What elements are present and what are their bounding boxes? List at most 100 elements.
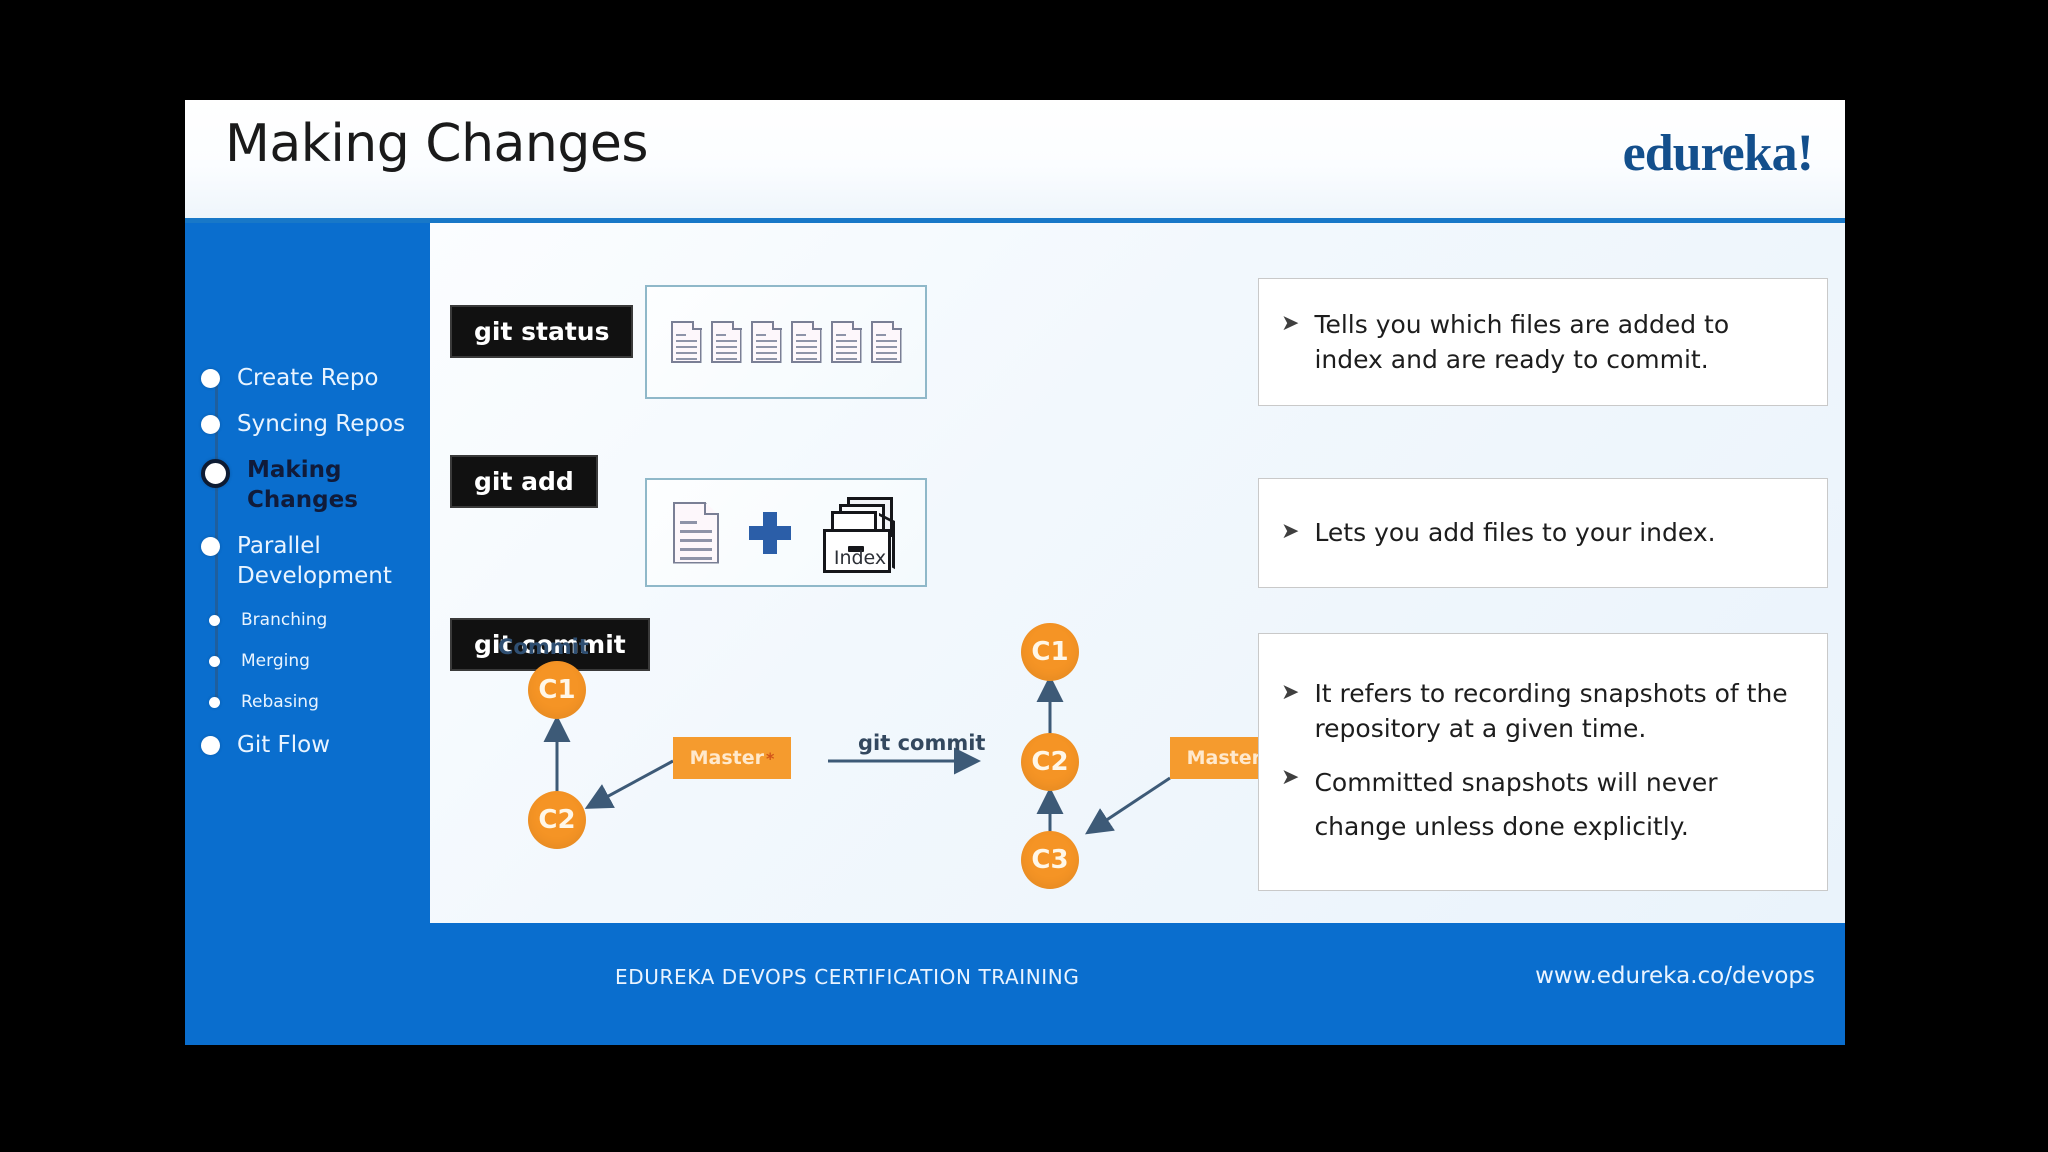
edureka-logo: edureka! (1622, 125, 1814, 182)
sidebar-item-parallel-development[interactable]: Parallel Development (185, 531, 430, 591)
document-icon (790, 321, 822, 364)
sidebar-item-label: Git Flow (237, 732, 331, 758)
sidebar-nav: Create Repo Syncing Repos Making Changes… (185, 363, 430, 776)
document-sheet (673, 501, 719, 564)
sidebar-item-branching[interactable]: Branching (185, 607, 430, 637)
document-icon (670, 321, 702, 364)
command-chip-git-add: git add (450, 455, 598, 508)
arrow-bullet-icon: ➤ (1281, 519, 1300, 545)
document-sheet (710, 321, 742, 363)
sidebar-item-label: Making Changes (247, 457, 358, 513)
document-lines (875, 334, 897, 364)
document-icon (830, 321, 862, 364)
document-fold (891, 321, 902, 331)
callout-body: ➤ It refers to recording snapshots of th… (1259, 634, 1827, 890)
page-title: Making Changes (225, 114, 648, 174)
bullet-dot-icon (201, 415, 220, 434)
branch-marker: * (766, 748, 775, 768)
sidebar-item-label: Rebasing (241, 692, 319, 712)
graph-connectors (543, 675, 1171, 835)
slide-header: Making Changes edureka! (185, 100, 1845, 220)
commit-graph: Commit (430, 613, 1430, 893)
branch-label-text: Master (1186, 747, 1261, 769)
bullet-dot-icon (201, 736, 220, 755)
document-fold (691, 321, 702, 331)
document-fold (704, 501, 719, 516)
callout-text: Committed snapshots will never change un… (1314, 767, 1718, 841)
document-icon (870, 321, 902, 364)
document-lines (680, 520, 712, 566)
bullet-dot-small-icon (209, 615, 220, 626)
file-box-icon (821, 495, 899, 573)
slide-content: git status (430, 223, 1845, 923)
document-lines (715, 334, 737, 364)
callout-git-add: ➤ Lets you add files to your index. (1258, 478, 1828, 588)
document-lines (755, 334, 777, 364)
commit-node-c3-after: C3 (1021, 831, 1079, 889)
document-icon (750, 321, 782, 364)
sidebar-item-making-changes[interactable]: Making Changes (185, 455, 430, 515)
sidebar-item-merging[interactable]: Merging (185, 648, 430, 678)
arrow-bullet-icon: ➤ (1281, 764, 1300, 790)
commit-node-c2-before: C2 (528, 791, 586, 849)
sidebar-item-git-flow[interactable]: Git Flow (185, 730, 430, 760)
plus-icon (749, 511, 791, 554)
document-sheet (830, 321, 862, 363)
document-sheet (670, 321, 702, 363)
file-icon-row (647, 287, 925, 397)
callout-bullet: ➤ Tells you which files are added to ind… (1281, 307, 1801, 378)
callout-git-commit: ➤ It refers to recording snapshots of th… (1258, 633, 1828, 891)
commit-node-c1-before: C1 (528, 661, 586, 719)
sidebar-item-label: Parallel Development (237, 533, 392, 589)
graph-arrow-label: git commit (858, 731, 986, 755)
arrow-bullet-icon: ➤ (1281, 679, 1300, 705)
document-icon (710, 321, 742, 364)
branch-label-text: Master (689, 747, 764, 769)
graph-caption: Commit (498, 635, 589, 659)
document-sheet (750, 321, 782, 363)
footer-url: www.edureka.co/devops (1535, 963, 1815, 989)
slide-footer: EDUREKA DEVOPS CERTIFICATION TRAINING ww… (185, 923, 1845, 1045)
branch-label-master-before: Master* (673, 737, 791, 779)
presentation-slide: Making Changes edureka! Create Repo Sync… (185, 100, 1845, 1045)
index-group: Index (647, 480, 925, 585)
bullet-dot-active-icon (201, 459, 230, 488)
document-icon (673, 501, 719, 566)
sidebar-item-label: Create Repo (237, 365, 379, 391)
callout-text: Lets you add files to your index. (1314, 518, 1716, 548)
callout-body: ➤ Tells you which files are added to ind… (1259, 279, 1827, 405)
document-fold (771, 321, 782, 331)
bullet-dot-icon (201, 369, 220, 388)
document-fold (731, 321, 742, 331)
document-lines (835, 334, 857, 364)
index-box-wrapper: Index (821, 495, 899, 573)
document-lines (675, 334, 697, 364)
index-drawer (823, 528, 891, 573)
sidebar-item-create-repo[interactable]: Create Repo (185, 363, 430, 393)
callout-git-status: ➤ Tells you which files are added to ind… (1258, 278, 1828, 406)
callout-text: Tells you which files are added to index… (1314, 309, 1730, 375)
sidebar: Create Repo Syncing Repos Making Changes… (185, 223, 430, 923)
callout-bullet: ➤ Lets you add files to your index. (1281, 515, 1801, 551)
callout-bullet: ➤ It refers to recording snapshots of th… (1281, 676, 1801, 747)
sidebar-item-label: Branching (241, 610, 328, 630)
callout-bullet: ➤ Committed snapshots will never change … (1281, 761, 1801, 849)
callout-body: ➤ Lets you add files to your index. (1259, 479, 1827, 587)
document-fold (811, 321, 822, 331)
document-sheet (870, 321, 902, 363)
document-lines (795, 334, 817, 364)
commit-node-c2-after: C2 (1021, 733, 1079, 791)
bullet-dot-icon (201, 537, 220, 556)
footer-course-name: EDUREKA DEVOPS CERTIFICATION TRAINING (615, 965, 1080, 989)
sidebar-item-syncing-repos[interactable]: Syncing Repos (185, 409, 430, 439)
sidebar-item-label: Syncing Repos (237, 411, 406, 437)
sidebar-item-rebasing[interactable]: Rebasing (185, 689, 430, 719)
document-sheet (790, 321, 822, 363)
callout-text: It refers to recording snapshots of the … (1314, 678, 1788, 744)
document-fold (851, 321, 862, 331)
bullet-dot-small-icon (209, 697, 220, 708)
bullet-dot-small-icon (209, 656, 220, 667)
sidebar-item-label: Merging (241, 651, 310, 671)
index-caption: Index (833, 546, 887, 569)
